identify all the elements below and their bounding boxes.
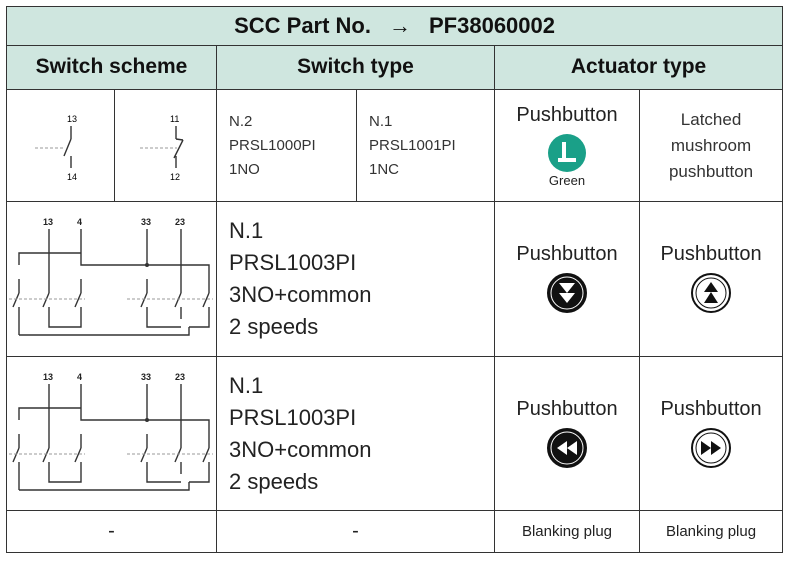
- color-label: Green: [548, 172, 586, 188]
- type-qty: N.1: [229, 217, 264, 243]
- actuator-blanking-plug-a: Blanking plug: [494, 510, 640, 553]
- column-switch-type: Switch type: [216, 44, 495, 91]
- actuator-arrow-left: Pushbutton: [494, 355, 640, 512]
- part-number-value: PF38060002: [429, 12, 555, 38]
- switch-type-two-speed-b: N.1 PRSL1003PI 3NO+common 2 speeds: [216, 355, 495, 512]
- type-code: PRSL1000PI: [229, 136, 316, 154]
- two-speed-wiring-diagram: 13 4 33 23: [8, 217, 213, 336]
- actuator-arrow-down: Pushbutton: [494, 201, 640, 357]
- arrow-right-icon: →: [389, 12, 411, 38]
- switch-type-no: N.2 PRSL1000PI 1NO: [216, 89, 357, 203]
- switch-type-nc: N.1 PRSL1001PI 1NC: [356, 89, 495, 203]
- switch-type-two-speed-a: N.1 PRSL1003PI 3NO+common 2 speeds: [216, 201, 495, 357]
- no-contact-diagram: 13 14: [34, 114, 77, 182]
- actuator-label: Pushbutton: [516, 243, 618, 266]
- terminal-label: 4: [77, 217, 82, 227]
- switch-type-none: -: [216, 510, 495, 553]
- terminal-label: 13: [43, 372, 53, 382]
- terminal-label: 33: [141, 217, 151, 227]
- latched-line: Latched: [680, 109, 742, 129]
- green-pushbutton-icon: [548, 133, 586, 172]
- terminal-label: 14: [67, 172, 77, 182]
- part-number-label: SCC Part No.: [234, 12, 371, 38]
- two-speed-wiring-diagram: 13 4 33 23: [8, 372, 213, 491]
- type-contact: 3NO+common: [229, 436, 372, 462]
- arrow-right-double-icon: [691, 428, 732, 468]
- type-speeds: 2 speeds: [229, 468, 319, 494]
- type-code: PRSL1003PI: [229, 249, 357, 275]
- type-contact: 1NO: [229, 160, 260, 178]
- arrow-down-double-icon: [547, 273, 587, 314]
- type-code: PRSL1001PI: [369, 136, 456, 154]
- actuator-blanking-plug-b: Blanking plug: [638, 510, 784, 553]
- terminal-label: 13: [67, 114, 77, 124]
- terminal-label: 23: [175, 372, 185, 382]
- actuator-label: Pushbutton: [516, 398, 618, 420]
- arrow-up-double-icon: [691, 273, 732, 314]
- scheme-no-contact: 13 14: [6, 89, 115, 203]
- type-speeds: 2 speeds: [229, 313, 319, 339]
- actuator-label: Pushbutton: [660, 243, 762, 266]
- actuator-green-pushbutton: Pushbutton Green: [494, 89, 640, 203]
- actuator-label: Pushbutton: [660, 398, 762, 420]
- type-code: PRSL1003PI: [229, 404, 357, 430]
- actuator-label: Pushbutton: [516, 103, 618, 126]
- type-qty: N.1: [229, 372, 264, 398]
- scheme-nc-contact: 11 12: [114, 89, 217, 203]
- nc-contact-diagram: 11 12: [139, 114, 184, 182]
- arrow-left-double-icon: [547, 428, 587, 468]
- terminal-label: 13: [43, 217, 53, 227]
- latched-line: pushbutton: [668, 161, 754, 181]
- type-qty: N.1: [369, 112, 393, 130]
- scheme-two-speed-b: 13 4 33 23: [6, 355, 217, 512]
- part-number-header: SCC Part No. → PF38060002: [5, 6, 784, 46]
- part-spec-table: SCC Part No. → PF38060002 Switch scheme Sw…: [5, 6, 784, 553]
- scheme-two-speed-a: 13 4 33 23: [6, 201, 217, 357]
- type-contact: 1NC: [369, 160, 400, 178]
- scheme-none: -: [6, 510, 217, 553]
- type-contact: 3NO+common: [229, 281, 372, 307]
- column-actuator-type: Actuator type: [493, 44, 784, 91]
- terminal-label: 33: [141, 372, 151, 382]
- column-switch-scheme: Switch scheme: [6, 44, 217, 91]
- actuator-arrow-right: Pushbutton: [638, 355, 784, 512]
- terminal-label: 4: [77, 372, 82, 382]
- terminal-label: 12: [170, 172, 180, 182]
- actuator-latched-mushroom: Latched mushroom pushbutton: [638, 89, 784, 203]
- terminal-label: 11: [170, 114, 179, 124]
- latched-line: mushroom: [670, 135, 752, 155]
- type-qty: N.2: [229, 112, 253, 130]
- terminal-label: 23: [175, 217, 185, 227]
- actuator-arrow-up: Pushbutton: [638, 201, 784, 357]
